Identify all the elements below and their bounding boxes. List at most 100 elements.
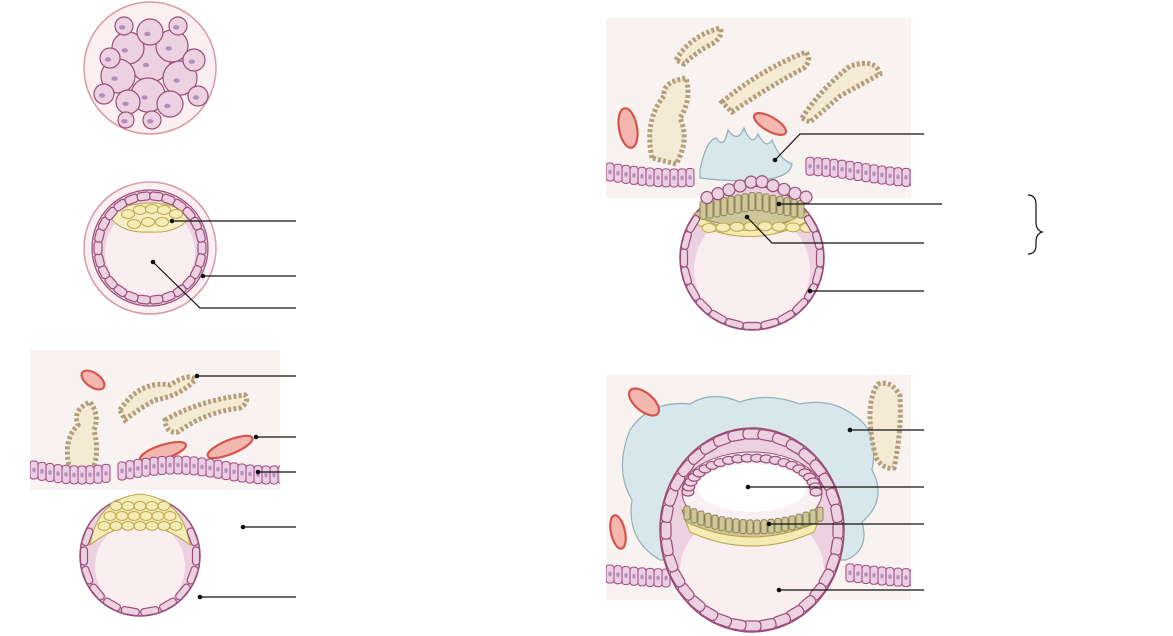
icm-cell bbox=[97, 521, 111, 531]
uterine-gland bbox=[867, 380, 903, 471]
icm-cell bbox=[157, 501, 171, 511]
epiblast-cell bbox=[809, 509, 817, 525]
uterine-gland bbox=[64, 398, 100, 473]
uterine-gland bbox=[162, 392, 250, 435]
epiblast-cell bbox=[734, 194, 742, 214]
cell bbox=[156, 90, 184, 118]
cytotrophoblast-cell bbox=[755, 175, 769, 189]
epiblast-cell bbox=[746, 519, 754, 535]
trophoblast-cell bbox=[830, 503, 844, 524]
cytotrophoblast-cell bbox=[733, 179, 747, 193]
trophoblast-cell bbox=[175, 583, 191, 601]
epiblast-cell bbox=[732, 518, 740, 534]
leader-lines bbox=[150, 133, 1044, 600]
epiblast-cell bbox=[769, 194, 777, 214]
uterine-epithelium bbox=[30, 455, 280, 485]
cell bbox=[115, 89, 141, 115]
trophoblast-cell bbox=[120, 606, 140, 617]
blood-vessel bbox=[609, 514, 627, 550]
trophoblast-cell bbox=[679, 248, 689, 268]
trophoblast-cell bbox=[812, 230, 824, 250]
hypoblast-cell bbox=[701, 223, 717, 233]
cell bbox=[136, 18, 164, 46]
epiblast-cell bbox=[711, 514, 719, 530]
hypoblast-cell bbox=[757, 221, 773, 232]
trophoblast-cell bbox=[197, 240, 207, 256]
trophoblast-cell bbox=[149, 294, 164, 305]
icm-cell bbox=[133, 521, 147, 531]
blood-vessel bbox=[617, 107, 639, 149]
uterine-gland bbox=[117, 374, 199, 424]
uterine-gland bbox=[672, 25, 724, 68]
trophoblast-cell bbox=[140, 606, 160, 617]
trophoblast-cell bbox=[81, 565, 94, 585]
icm-cell bbox=[109, 501, 123, 511]
cytotrophoblast-cell bbox=[788, 186, 802, 200]
blastocyst-cavity bbox=[694, 212, 810, 328]
trophoblast-cell bbox=[191, 546, 201, 566]
trophoblast-cell bbox=[815, 248, 825, 268]
uterine-gland bbox=[647, 75, 691, 167]
leader-line bbox=[746, 216, 924, 244]
epiblast-cell bbox=[699, 200, 707, 220]
hypoblast-cell bbox=[785, 222, 801, 233]
icm-cell bbox=[145, 501, 159, 511]
cytotrophoblast-cell bbox=[799, 190, 813, 204]
epiblast-cell bbox=[725, 517, 733, 533]
hypoblast-cell bbox=[729, 221, 745, 232]
epiblast-cell bbox=[741, 193, 749, 213]
icm-cell bbox=[145, 204, 159, 214]
blood-vessel bbox=[80, 369, 106, 391]
epithelial-cell bbox=[277, 465, 280, 484]
icm-cell bbox=[115, 511, 129, 521]
epiblast-cell bbox=[790, 198, 798, 218]
icm-cell bbox=[145, 521, 159, 531]
uterine-gland bbox=[718, 48, 812, 116]
icm-cell bbox=[109, 521, 123, 531]
blood-vessel bbox=[206, 434, 254, 460]
epithelial-cell bbox=[909, 168, 911, 187]
inner-cell-mass-cells bbox=[79, 501, 201, 617]
icm-cell bbox=[133, 501, 147, 511]
cytotrophoblast-cell bbox=[744, 175, 758, 189]
epiblast-cell bbox=[720, 197, 728, 217]
icm-cell bbox=[121, 209, 135, 219]
icm-cell bbox=[127, 511, 141, 521]
icm-cell bbox=[163, 511, 177, 521]
icm-cell bbox=[157, 521, 171, 531]
trophoblast-cell bbox=[686, 214, 701, 234]
icm-cell bbox=[157, 205, 171, 215]
trophoblast-ring bbox=[93, 191, 207, 305]
trophoblast-cell bbox=[186, 565, 199, 585]
early-implantation-panel bbox=[606, 18, 911, 331]
epiblast-cell bbox=[690, 508, 698, 524]
blood-vessel bbox=[627, 387, 661, 417]
uterine-epithelium bbox=[606, 156, 911, 188]
epiblast-cell bbox=[704, 512, 712, 528]
trophoblast-cell bbox=[195, 228, 206, 243]
epiblast-cell bbox=[795, 513, 803, 529]
blastocyst bbox=[83, 181, 217, 315]
epiblast-cell bbox=[739, 519, 747, 535]
trophoblast-cell bbox=[136, 191, 151, 202]
epiblast-cell bbox=[802, 511, 810, 527]
trophoblast-cell bbox=[79, 546, 89, 566]
icm-cell bbox=[139, 511, 153, 521]
cell bbox=[182, 48, 206, 72]
syncytiotrophoblast bbox=[699, 126, 793, 182]
cytotrophoblast-cell bbox=[766, 179, 780, 193]
uterine-gland bbox=[798, 60, 883, 125]
trophoblast-cell bbox=[89, 583, 105, 601]
epiblast-cell bbox=[718, 516, 726, 532]
epiblast-cell bbox=[697, 510, 705, 526]
epithelial-cell bbox=[909, 568, 911, 587]
hypoblast-cell bbox=[771, 221, 787, 232]
epiblast-cell bbox=[760, 519, 768, 535]
trophoblast-cell bbox=[158, 597, 178, 612]
morula-cells bbox=[93, 16, 209, 130]
trophoblast-cell bbox=[81, 527, 94, 547]
epiblast-cell bbox=[762, 193, 770, 213]
apposition-panel bbox=[30, 350, 280, 617]
cytotrophoblast-cell bbox=[700, 190, 714, 205]
